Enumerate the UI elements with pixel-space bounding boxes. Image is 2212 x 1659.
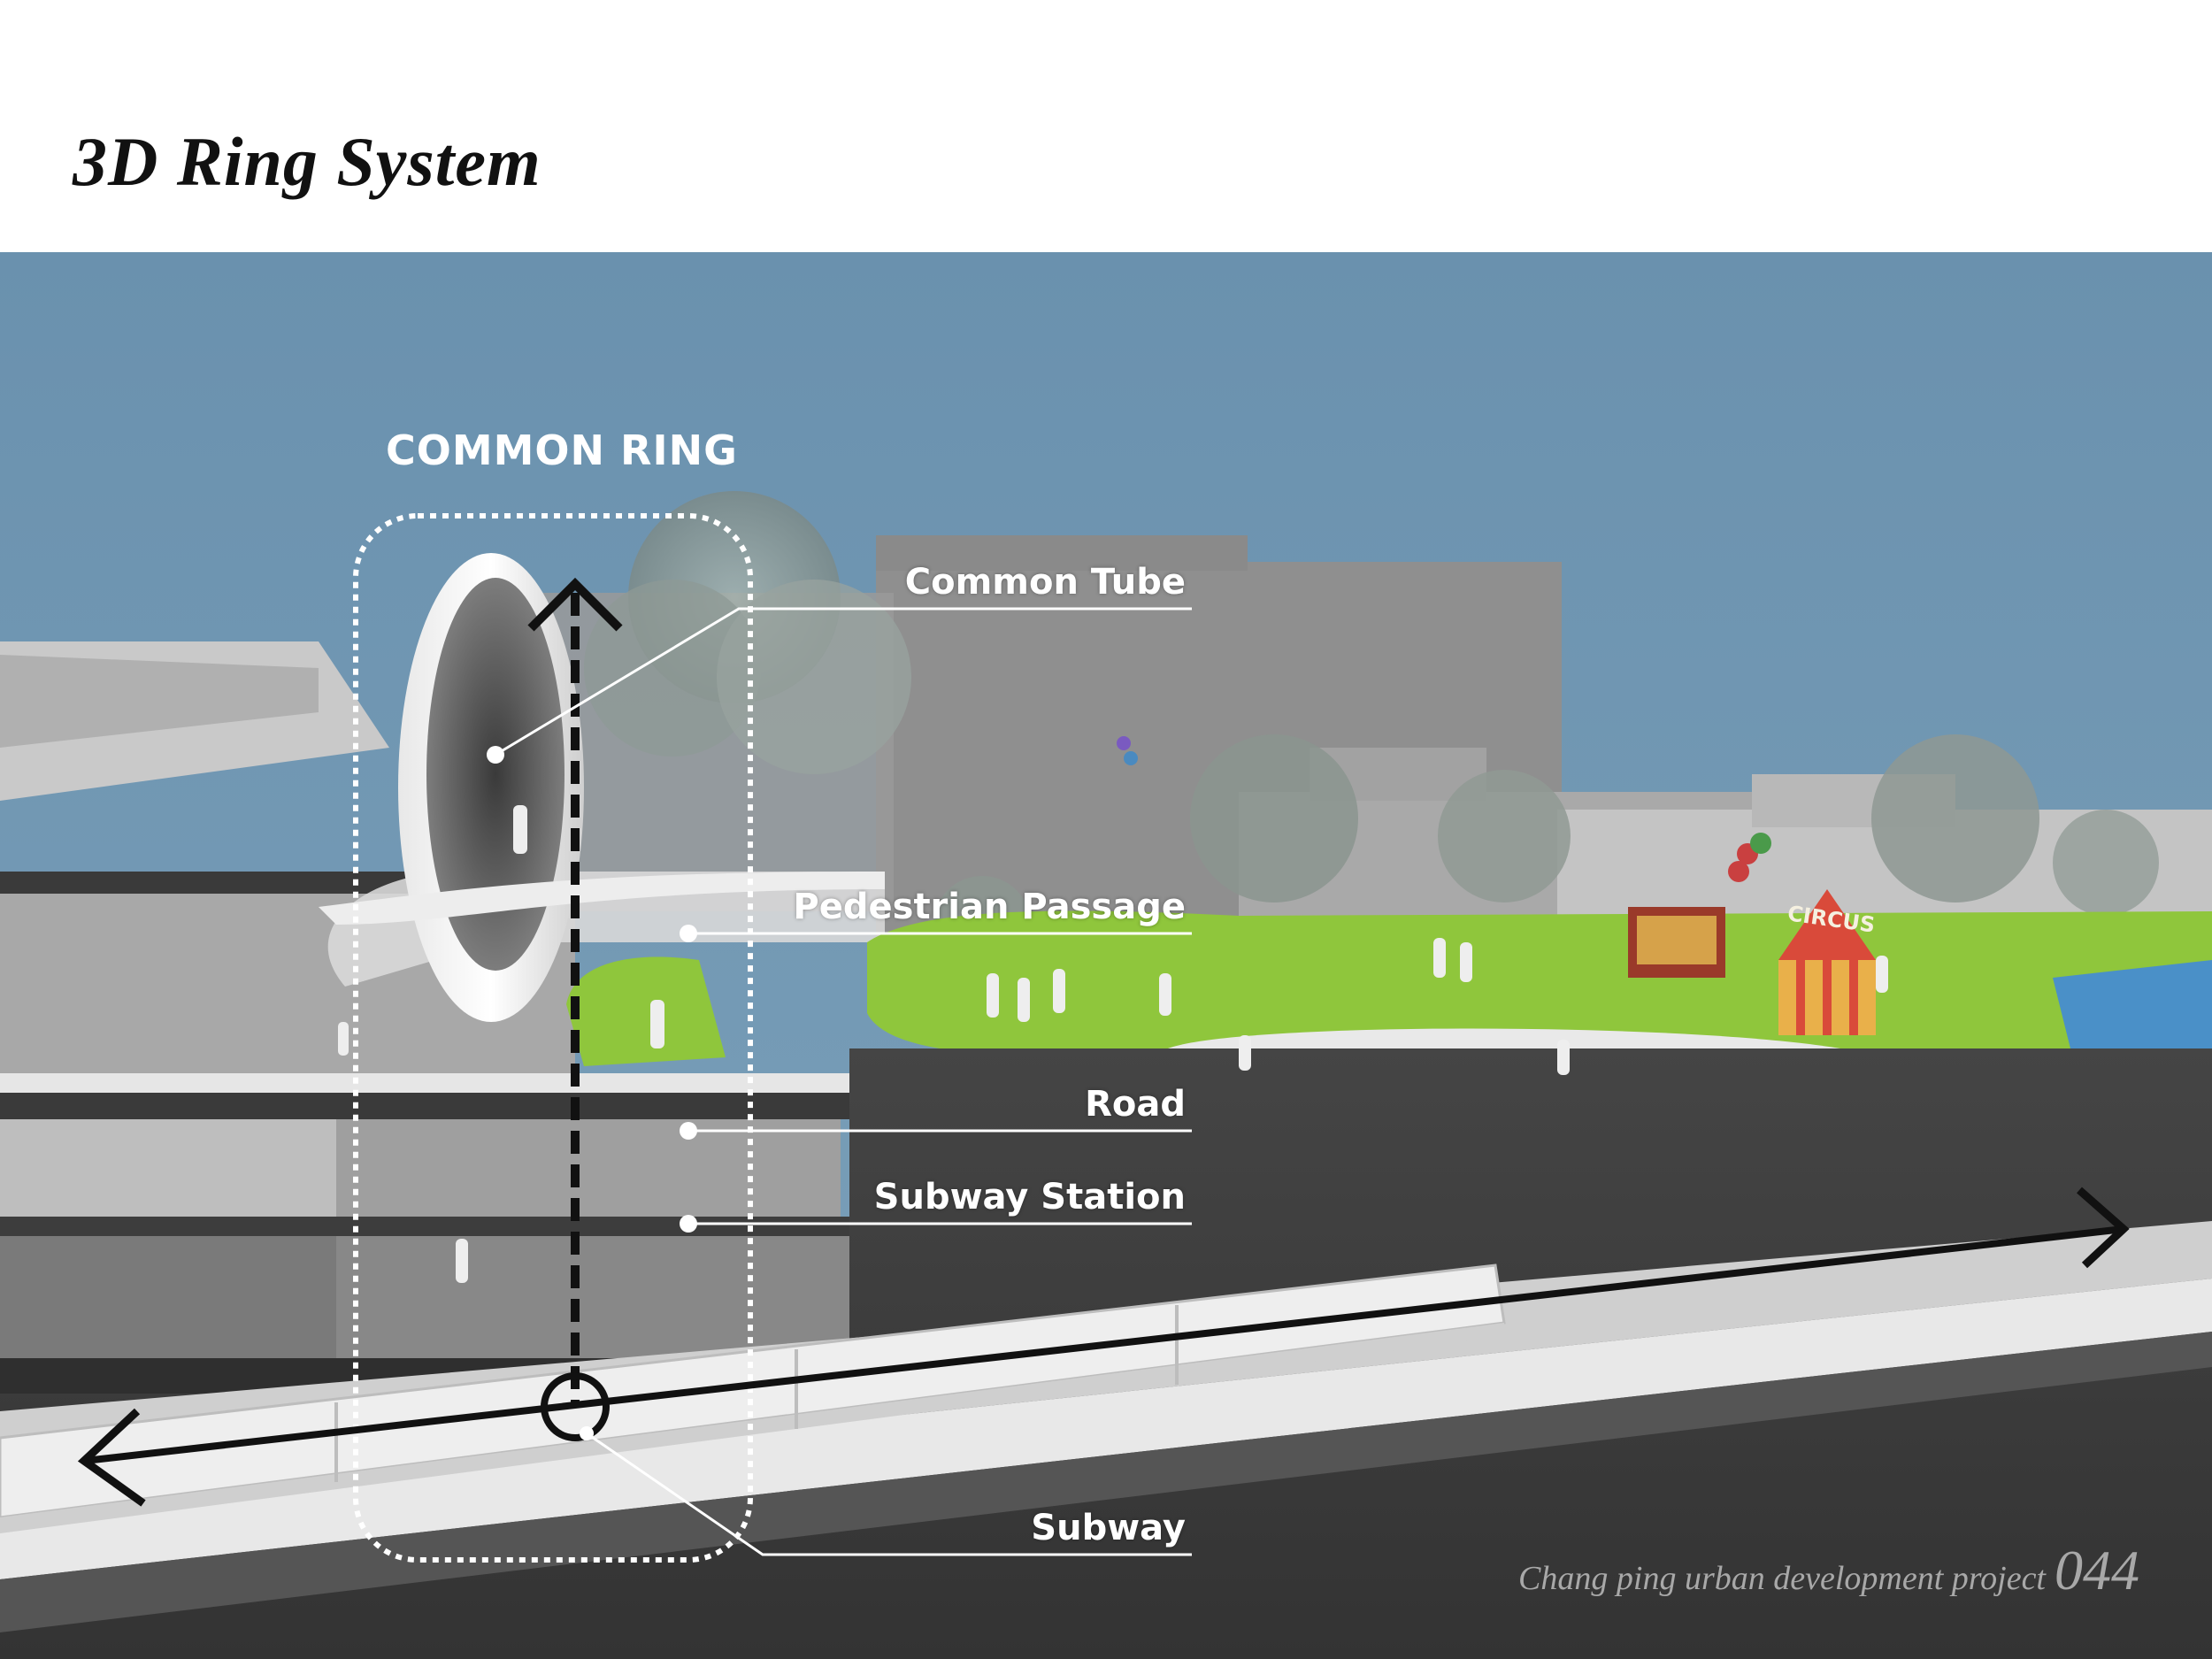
leader-lines: [495, 607, 1192, 1556]
label-subway: Subway: [1031, 1508, 1186, 1548]
left-building-section: [0, 641, 849, 1394]
footer-project: Chang ping urban development project: [1518, 1560, 2046, 1597]
page-number: 044: [2055, 1539, 2139, 1601]
page-title: 3D Ring System: [73, 123, 541, 200]
ring-node: [541, 1372, 610, 1441]
circus-wagon: [1628, 907, 1725, 978]
common-tube: [319, 553, 885, 1022]
section-illustration: [0, 252, 2212, 1659]
label-subway-station: Subway Station: [873, 1177, 1186, 1217]
trees: [584, 491, 2159, 973]
label-pedestrian-passage: Pedestrian Passage: [793, 887, 1186, 927]
label-common-tube: Common Tube: [904, 562, 1186, 603]
balloons-icon: [1117, 736, 1771, 882]
section-render: COMMON RING Common Tube Pedestrian Passa…: [0, 252, 2212, 1659]
common-ring-title: COMMON RING: [386, 426, 738, 474]
leader-dots: [487, 746, 697, 1440]
people-silhouettes: [338, 805, 1888, 1283]
label-road: Road: [1085, 1084, 1186, 1125]
circus-tent: [1778, 889, 1876, 1035]
vertical-axis-arrow: [527, 577, 623, 1404]
subway-axis-arrow: [77, 1187, 2130, 1507]
